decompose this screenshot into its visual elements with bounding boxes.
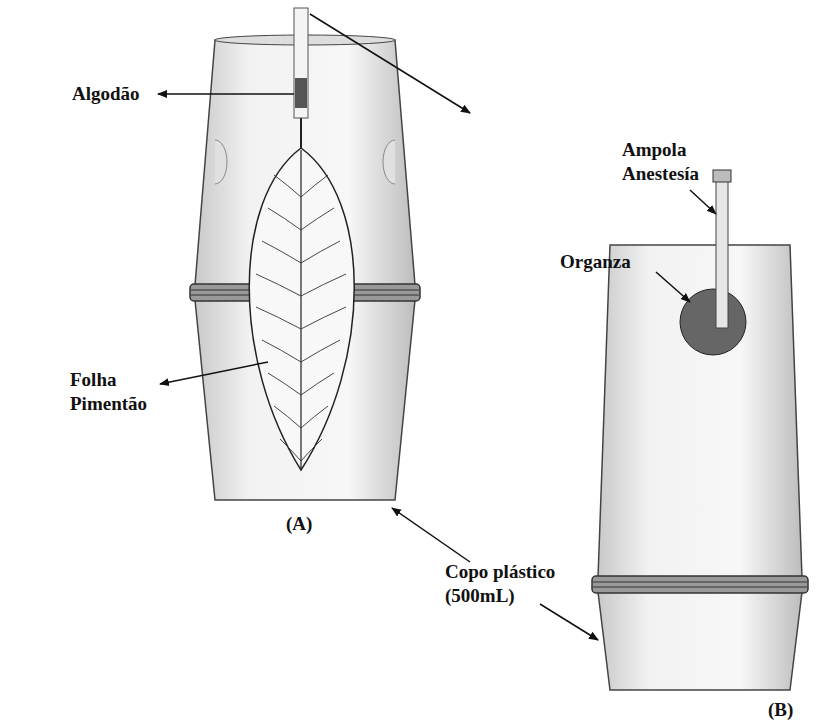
leaf-vein (301, 373, 334, 395)
panel-label: (A) (286, 512, 326, 536)
leaf-vein (280, 439, 301, 461)
leaf-vein (301, 340, 340, 362)
leaf-vein (301, 175, 328, 197)
cup-b (592, 170, 808, 690)
panel-label: (B) (768, 698, 808, 722)
leaf-vein (262, 340, 301, 362)
part-label: Algodão (72, 82, 162, 106)
leaf-vein (256, 307, 301, 329)
part-label: Ampola Anestesía (622, 138, 732, 186)
leaf-vein (301, 439, 322, 461)
leaf-vein (301, 307, 346, 329)
cup-a (190, 8, 420, 500)
leaf-vein (268, 373, 301, 395)
leaf-vein (268, 208, 301, 230)
leaf-vein (301, 406, 328, 428)
leaf-vein (274, 406, 301, 428)
part-label: Folha Pimentão (70, 368, 160, 416)
part-label: Organza (560, 250, 655, 274)
leader-lines (158, 14, 716, 640)
leaf-vein (262, 241, 301, 263)
part-label: Copo plástico (500mL) (445, 560, 565, 608)
leaf-vein (301, 208, 334, 230)
leaf-vein (301, 274, 346, 296)
leaf-vein (256, 274, 301, 296)
leaf-vein (301, 241, 340, 263)
leaf-vein (274, 175, 301, 197)
